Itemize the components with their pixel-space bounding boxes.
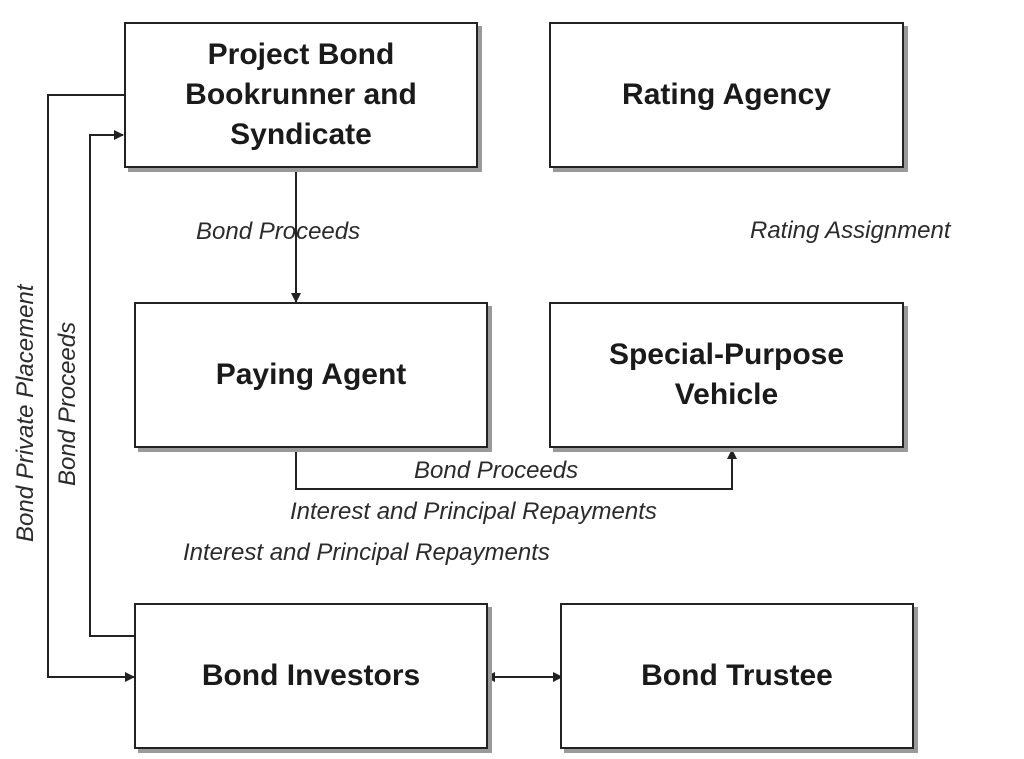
bond-trustee-label: Bond Trustee — [641, 659, 833, 692]
bond-trustee-box: Bond Trustee — [560, 603, 914, 749]
paying-agent-box: Paying Agent — [134, 302, 488, 448]
edge-label-bond-proceeds-vertical: Bond Proceeds — [54, 321, 81, 486]
bookrunner-box: Project Bond Bookrunner and Syndicate — [124, 22, 478, 168]
paying-agent-label: Paying Agent — [215, 358, 407, 391]
edge-label-bond-proceeds-spv: Bond Proceeds — [414, 457, 579, 484]
spv-box: Special-Purpose Vehicle — [549, 302, 904, 448]
bookrunner-label-line-3: Syndicate — [230, 118, 372, 151]
spv-label-line-1: Special-Purpose — [608, 338, 845, 371]
bond-investors-box: Bond Investors — [134, 603, 488, 749]
edge-label-rating-assignment: Rating Assignment — [750, 217, 951, 244]
edge-paying-agent-to-spv — [295, 448, 737, 490]
bookrunner-label-line-1: Project Bond — [207, 38, 395, 71]
edge-investors-to-bookrunner — [89, 130, 134, 637]
edge-label-interest-principal-upper: Interest and Principal Repayments — [290, 498, 657, 525]
edge-bookrunner-to-investors — [47, 94, 135, 682]
bookrunner-label-line-2: Bookrunner and — [185, 78, 417, 111]
edge-label-bond-private-placement: Bond Private Placement — [12, 284, 39, 542]
spv-label-line-2: Vehicle — [674, 378, 779, 411]
rating-agency-label: Rating Agency — [622, 78, 831, 111]
bond-investors-label: Bond Investors — [201, 659, 421, 692]
rating-agency-box: Rating Agency — [549, 22, 904, 168]
edge-label-bond-proceeds-paying-agent: Bond Proceeds — [196, 218, 361, 245]
edge-label-interest-principal-lower: Interest and Principal Repayments — [183, 539, 550, 566]
